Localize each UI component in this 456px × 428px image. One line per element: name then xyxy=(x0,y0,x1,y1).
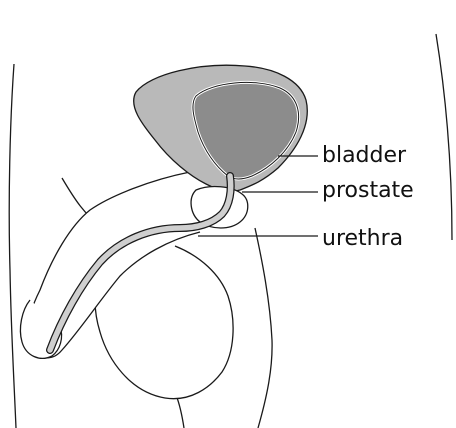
prostate-label: prostate xyxy=(322,180,414,202)
bladder-label: bladder xyxy=(322,145,406,167)
leg-line-right xyxy=(255,228,272,428)
left-body-outline xyxy=(9,64,16,428)
right-body-outline xyxy=(436,34,452,240)
prostate-shape xyxy=(191,187,248,228)
leg-line-inner xyxy=(176,395,184,428)
urethra-label: urethra xyxy=(322,228,403,250)
